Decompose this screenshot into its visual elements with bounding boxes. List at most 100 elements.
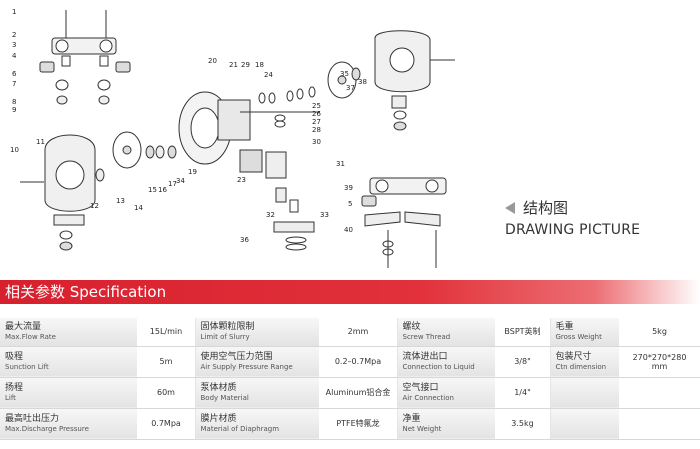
callout-34: 34 (176, 177, 185, 185)
callout-19: 19 (188, 168, 197, 176)
spec-label-en: Air Connection (402, 393, 454, 402)
drawing-caption: 结构图 DRAWING PICTURE (505, 197, 695, 238)
callout-24: 24 (264, 71, 273, 79)
spec-label-cn: 螺纹 (402, 321, 421, 332)
spec-label-en: Gross Weight (555, 332, 602, 341)
callout-15: 15 (148, 186, 157, 194)
callout-16: 16 (158, 186, 167, 194)
callout-20: 20 (208, 57, 217, 65)
spec-label-cn: 包装尺寸 (555, 351, 592, 362)
callout-14: 14 (134, 204, 143, 212)
spec-label-en: Max.Discharge Pressure (5, 424, 89, 433)
callout-10: 10 (10, 146, 19, 154)
spec-value: 1/4" (495, 377, 551, 409)
spec-label-en: Sunction Lift (5, 362, 49, 371)
callout-1: 1 (12, 8, 16, 16)
exploded-drawing: 1 2 3 4 6 7 8 9 10 11 12 13 14 15 16 17 … (10, 8, 695, 268)
spec-label-en: Air Supply Pressure Range (200, 362, 293, 371)
callout-40: 40 (344, 226, 353, 234)
spec-label-cn: 最大流量 (5, 321, 42, 332)
spec-label-cn: 固体颗粒限制 (200, 321, 255, 332)
spec-value: Aluminum铝合金 (319, 377, 398, 409)
spec-label-en: Connection to Liquid (402, 362, 475, 371)
spec-value: 3/8" (495, 346, 551, 378)
callout-35: 35 (340, 70, 349, 78)
spec-value (619, 408, 700, 440)
callout-33: 33 (320, 211, 329, 219)
spec-label-cn: 空气接口 (402, 382, 439, 393)
callout-28: 28 (312, 126, 321, 134)
callout-21: 21 (229, 61, 238, 69)
callout-9: 9 (12, 106, 16, 114)
callout-2: 2 (12, 31, 16, 39)
pump-exploded-view: 1 2 3 4 6 7 8 9 10 11 12 13 14 15 16 17 … (10, 8, 455, 268)
spec-label-en: Ctn dimension (555, 362, 607, 371)
spec-label-cn: 净重 (402, 413, 421, 424)
callout-4: 4 (12, 52, 17, 60)
spec-label-en: Limit of Slurry (200, 332, 250, 341)
callout-30: 30 (312, 138, 321, 146)
spec-label-cn: 毛重 (555, 321, 574, 332)
callout-39: 39 (344, 184, 353, 192)
callout-12: 12 (90, 202, 99, 210)
spec-value: 0.2–0.7Mpa (319, 346, 398, 378)
callout-29: 29 (241, 61, 250, 69)
callout-5: 5 (348, 200, 352, 208)
spec-value: 5kg (619, 318, 700, 347)
spec-label-en: Max.Flow Rate (5, 332, 56, 341)
callout-37: 37 (346, 84, 355, 92)
callout-25: 25 (312, 102, 321, 110)
spec-label-cn: 扬程 (5, 382, 24, 393)
spec-value: 15L/min (137, 318, 196, 347)
callout-27: 27 (312, 118, 321, 126)
callout-23: 23 (237, 176, 246, 184)
callout-7: 7 (12, 80, 16, 88)
spec-label-en: Net Weight (402, 424, 442, 433)
caption-english: DRAWING PICTURE (505, 222, 641, 238)
spec-value: 5m (137, 346, 196, 378)
spec-label-cn: 吸程 (5, 351, 24, 362)
spec-value: 0.7Mpa (137, 408, 196, 440)
spec-label-cn: 泵体材质 (200, 382, 237, 393)
callout-17: 17 (168, 180, 177, 188)
callout-11: 11 (36, 138, 45, 146)
spec-label-cn: 最高吐出压力 (5, 413, 60, 424)
callout-3: 3 (12, 41, 16, 49)
callout-31: 31 (336, 160, 345, 168)
spec-label-en: Body Material (200, 393, 249, 402)
spec-value: 270*270*280 mm (619, 346, 700, 378)
spec-value: BSPT英制 (495, 318, 551, 347)
spec-label-cell (550, 408, 620, 440)
triangle-left-icon (505, 201, 515, 214)
spec-value: 3.5kg (495, 408, 551, 440)
spec-label-en: Material of Diaphragm (200, 424, 280, 433)
callout-13: 13 (116, 197, 125, 205)
top-manifold-shape (51, 37, 117, 55)
spec-value: 2mm (319, 318, 398, 347)
specification-header: 相关参数 Specification (0, 280, 700, 304)
callout-8: 8 (12, 98, 16, 106)
spec-label-cn: 膜片材质 (200, 413, 237, 424)
callout-labels: 1 2 3 4 6 7 8 9 10 11 12 13 14 15 16 17 … (10, 8, 367, 244)
spec-label-cell (550, 377, 620, 409)
spec-value: PTFE特氟龙 (319, 408, 398, 440)
spec-value: 60m (137, 377, 196, 409)
